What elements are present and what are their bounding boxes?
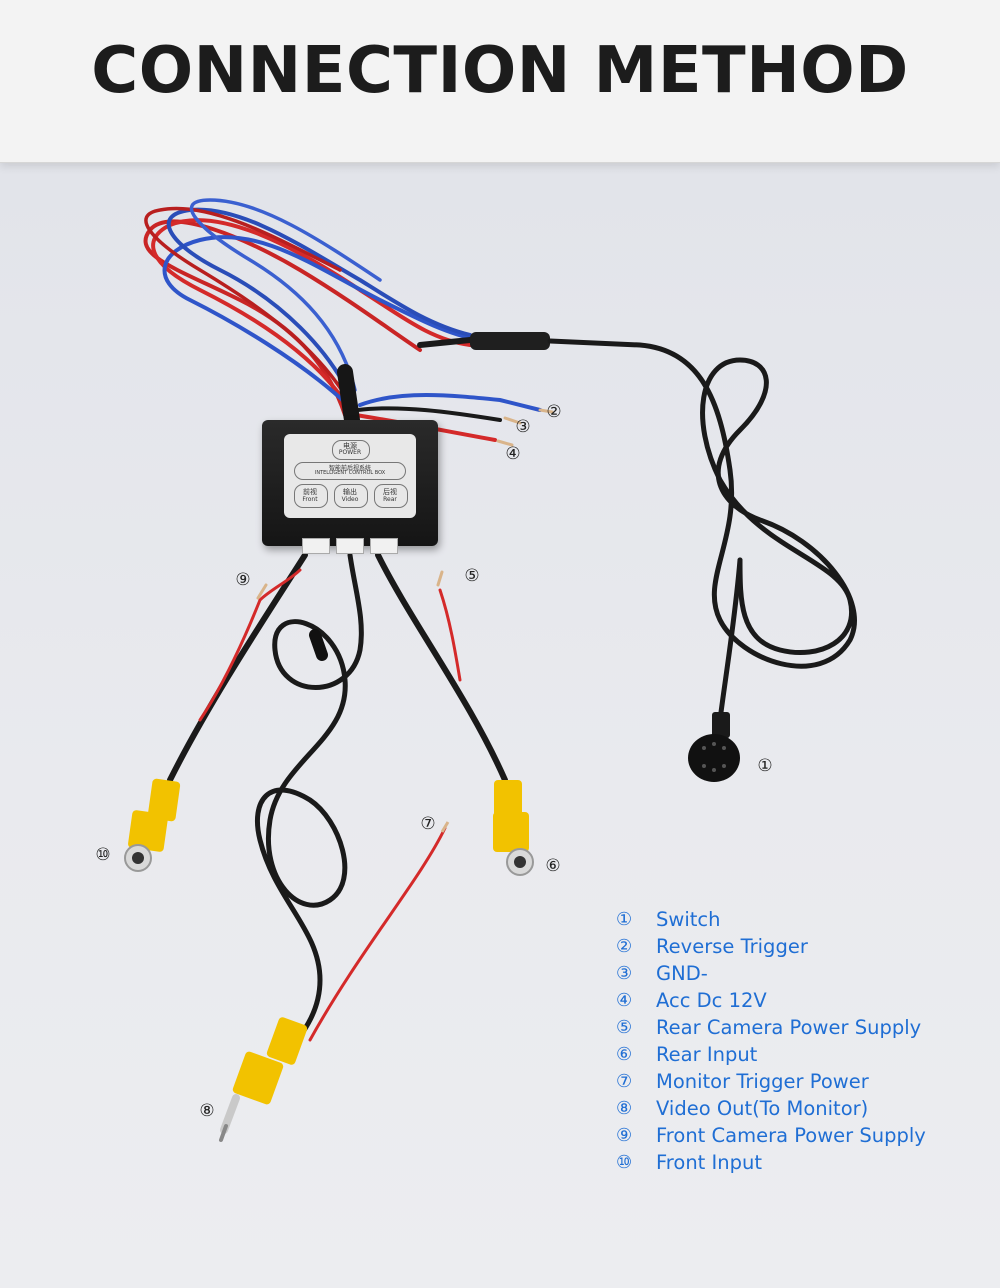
video-out-cable	[254, 552, 364, 1053]
legend-item: ⑥ Rear Input	[616, 1041, 976, 1068]
legend-label: GND-	[656, 962, 708, 985]
system-label-en: INTELLIGENT CONTROL BOX	[314, 470, 386, 476]
wire-tip	[440, 821, 450, 833]
callout-4: ④	[505, 444, 521, 464]
rear-label-en: Rear	[383, 496, 397, 503]
power-pill	[332, 440, 370, 460]
legend-number: ⑨	[616, 1125, 633, 1146]
legend-number: ①	[616, 909, 633, 930]
callout-9: ⑨	[235, 570, 251, 590]
legend-item: ④ Acc Dc 12V	[616, 987, 976, 1014]
power-label-cn: 电源	[343, 442, 357, 450]
video-label-cn: 输出	[343, 488, 357, 496]
callout-3: ③	[515, 417, 531, 437]
legend-item: ⑦ Monitor Trigger Power	[616, 1068, 976, 1095]
legend: ① Switch ② Reverse Trigger ③ GND- ④ Acc Dc 1…	[616, 906, 976, 1176]
front-pill	[294, 484, 328, 508]
legend-label: Monitor Trigger Power	[656, 1070, 869, 1093]
legend-number: ④	[616, 990, 633, 1011]
legend-item: ⑤ Rear Camera Power Supply	[616, 1014, 976, 1041]
callout-8: ⑧	[199, 1101, 215, 1121]
rca-rear-input	[493, 780, 534, 876]
legend-label: Front Input	[656, 1151, 763, 1174]
legend-label: Switch	[656, 908, 721, 931]
rear-pill	[374, 484, 408, 508]
callout-5: ⑤	[464, 566, 480, 586]
legend-label: Front Camera Power Supply	[656, 1124, 926, 1147]
switch-button	[688, 712, 740, 782]
legend-item: ① Switch	[616, 906, 976, 933]
port-video	[336, 538, 364, 554]
legend-item: ⑨ Front Camera Power Supply	[616, 1122, 976, 1149]
legend-number: ⑩	[616, 1152, 633, 1173]
front-label-en: Front	[302, 496, 318, 503]
front-label-cn: 前视	[303, 488, 317, 496]
system-label-cn: 智能前后视系统	[328, 465, 371, 472]
video-pill	[334, 484, 368, 508]
wire-bundle	[143, 198, 554, 447]
legend-item: ② Reverse Trigger	[616, 933, 976, 960]
legend-item: ⑩ Front Input	[616, 1149, 976, 1176]
header-banner: CONNECTION METHOD	[0, 0, 1000, 163]
callout-7: ⑦	[420, 814, 436, 834]
legend-number: ⑥	[616, 1044, 633, 1065]
port-front	[302, 538, 330, 554]
legend-label: Acc Dc 12V	[656, 989, 767, 1012]
callout-10: ⑩	[95, 845, 111, 865]
legend-item: ⑧ Video Out(To Monitor)	[616, 1095, 976, 1122]
cable-tie	[309, 629, 328, 661]
legend-label: Rear Input	[656, 1043, 758, 1066]
control-box-label: 电源 POWER 智能前后视系统 INTELLIGENT CONTROL BOX…	[284, 434, 416, 518]
monitor-trigger-wire	[308, 826, 447, 1042]
legend-number: ③	[616, 963, 633, 984]
rear-branch	[375, 552, 508, 783]
power-label-en: POWER	[338, 449, 362, 456]
legend-number: ⑤	[616, 1017, 633, 1038]
legend-number: ⑦	[616, 1071, 633, 1092]
callout-6: ⑥	[545, 856, 561, 876]
legend-label: Video Out(To Monitor)	[656, 1097, 869, 1120]
rca-front-input	[124, 778, 181, 872]
front-branch	[167, 552, 308, 783]
port-rear	[370, 538, 398, 554]
callout-2: ②	[546, 402, 562, 422]
rca-video-out	[219, 1017, 308, 1142]
legend-label: Reverse Trigger	[656, 935, 808, 958]
page-title: CONNECTION METHOD	[91, 34, 909, 108]
legend-item: ③ GND-	[616, 960, 976, 987]
product-photo	[0, 163, 1000, 1288]
system-pill	[294, 462, 406, 480]
callout-1: ①	[757, 756, 773, 776]
legend-number: ②	[616, 936, 633, 957]
switch-cable	[417, 332, 857, 723]
video-label-en: Video	[341, 496, 359, 503]
cable-sheath	[337, 364, 360, 428]
legend-number: ⑧	[616, 1098, 633, 1119]
rear-label-cn: 后视	[383, 488, 397, 496]
control-box: 电源 POWER 智能前后视系统 INTELLIGENT CONTROL BOX…	[262, 420, 438, 554]
legend-label: Rear Camera Power Supply	[656, 1016, 922, 1039]
